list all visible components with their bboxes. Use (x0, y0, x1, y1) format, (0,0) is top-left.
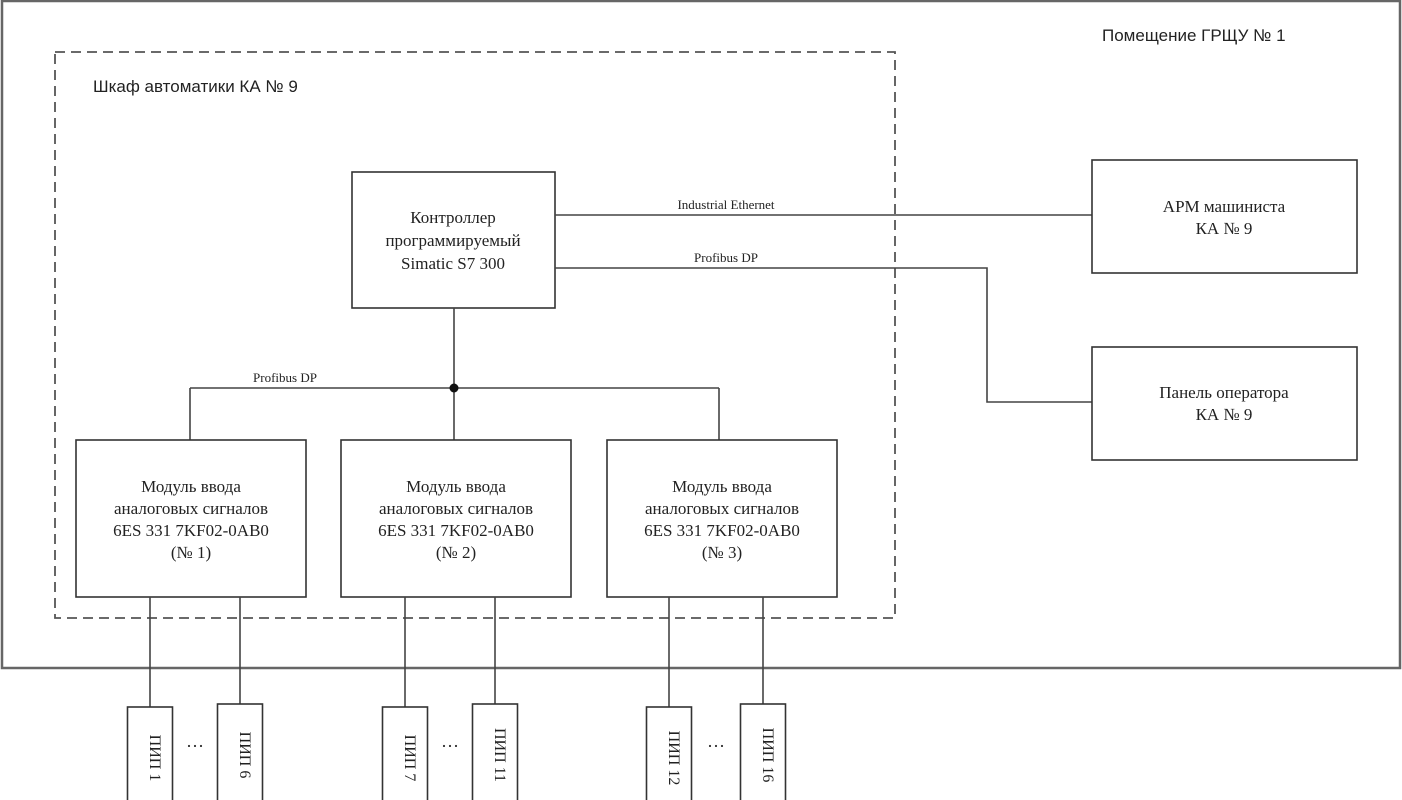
input-module-block[interactable]: Модуль ввода аналоговых сигналов 6ES 331 7… (606, 439, 838, 598)
sensors-group: ПИП 1 ПИП 6 ··· ПИП 7 ПИП 11 ··· ПИП 12 ПИП 16 ·… (126, 597, 787, 800)
workstation-label-line: КА № 9 (1196, 219, 1253, 238)
sensor-group: ПИП 7 ПИП 11 ··· (381, 597, 519, 800)
controller-label-line: Simatic S7 300 (401, 254, 505, 273)
sensor-label: ПИП 11 (491, 728, 508, 782)
input-module-label-line: (№ 3) (702, 543, 742, 562)
input-module-block[interactable]: Модуль ввода аналоговых сигналов 6ES 331 7… (340, 439, 572, 598)
operator-panel-label-line: КА № 9 (1196, 405, 1253, 424)
input-module-label-line: Модуль ввода (406, 477, 506, 496)
controller-box (351, 171, 556, 309)
sensor-label: ПИП 12 (665, 731, 682, 786)
cabinet-boundary (54, 51, 896, 619)
modules-group: Модуль ввода аналоговых сигналов 6ES 331 7… (75, 439, 838, 598)
profibus-panel-link-label: Profibus DP (694, 250, 758, 265)
sensor-block[interactable]: ПИП 1 (126, 706, 174, 800)
profibus-panel-link (555, 267, 1092, 403)
sensor-box (645, 706, 693, 800)
sensor-group: ПИП 12 ПИП 16 ··· (645, 597, 787, 800)
input-module-label-line: аналоговых сигналов (379, 499, 533, 518)
input-module-label-line: 6ES 331 7KF02-0AB0 (378, 521, 534, 540)
sensor-block[interactable]: ПИП 6 (216, 703, 264, 800)
controller-label-line: программируемый (385, 231, 520, 250)
ethernet-link-label: Industrial Ethernet (677, 197, 774, 212)
operator-panel-box (1091, 346, 1358, 461)
workstation-block[interactable]: АРМ машиниста КА № 9 (1091, 159, 1358, 274)
sensor-block[interactable]: ПИП 16 (739, 703, 787, 800)
bus-junction-dot (449, 383, 459, 393)
sensor-box (381, 706, 429, 800)
sensor-label: ПИП 6 (236, 732, 253, 779)
sensor-label: ПИП 7 (401, 735, 418, 782)
room-boundary (0, 0, 1402, 670)
sensor-box (216, 703, 264, 800)
workstation-label-line: АРМ машиниста (1163, 197, 1286, 216)
sensor-block[interactable]: ПИП 11 (471, 703, 519, 800)
sensor-label: ПИП 1 (146, 735, 163, 782)
input-module-label-line: Модуль ввода (141, 477, 241, 496)
input-module-label-line: аналоговых сигналов (114, 499, 268, 518)
sensor-ellipsis: ··· (707, 736, 725, 756)
sensor-block[interactable]: ПИП 12 (645, 706, 693, 800)
input-module-label-line: Модуль ввода (672, 477, 772, 496)
input-module-label-line: 6ES 331 7KF02-0AB0 (113, 521, 269, 540)
input-module-box (340, 439, 572, 598)
sensor-box (739, 703, 787, 800)
sensor-ellipsis: ··· (186, 736, 204, 756)
controller-block[interactable]: Контроллер программируемый Simatic S7 30… (351, 171, 556, 309)
input-module-box (75, 439, 307, 598)
input-module-box (606, 439, 838, 598)
operator-panel-label-line: Панель оператора (1159, 383, 1289, 402)
input-module-label-line: 6ES 331 7KF02-0AB0 (644, 521, 800, 540)
sensor-group: ПИП 1 ПИП 6 ··· (126, 597, 264, 800)
input-module-label-line: (№ 1) (171, 543, 211, 562)
input-module-label-line: (№ 2) (436, 543, 476, 562)
workstation-box (1091, 159, 1358, 274)
room-label: Помещение ГРЩУ № 1 (1102, 26, 1286, 45)
sensor-box (471, 703, 519, 800)
module-bus-label: Profibus DP (253, 370, 317, 385)
sensor-box (126, 706, 174, 800)
sensor-label: ПИП 16 (759, 728, 776, 783)
input-module-label-line: аналоговых сигналов (645, 499, 799, 518)
input-module-block[interactable]: Модуль ввода аналоговых сигналов 6ES 331 7… (75, 439, 307, 598)
sensor-block[interactable]: ПИП 7 (381, 706, 429, 800)
sensor-ellipsis: ··· (441, 736, 459, 756)
controller-label-line: Контроллер (410, 208, 496, 227)
operator-panel-block[interactable]: Панель оператора КА № 9 (1091, 346, 1358, 461)
cabinet-label: Шкаф автоматики КА № 9 (93, 77, 298, 96)
